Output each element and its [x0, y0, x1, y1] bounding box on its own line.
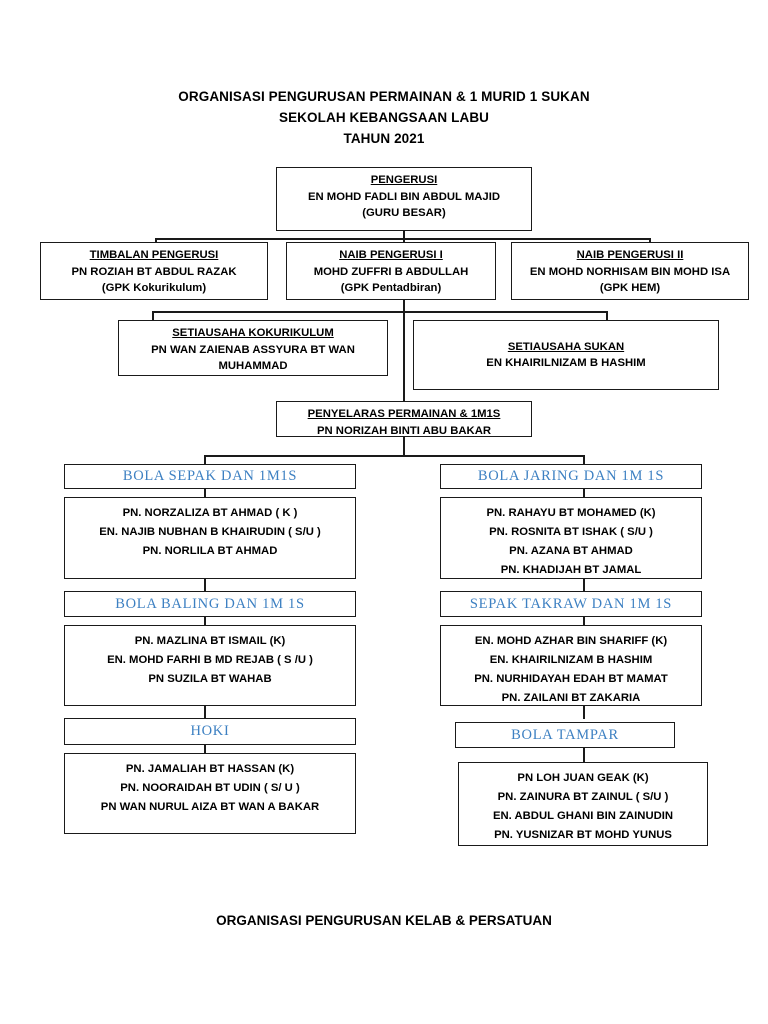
member-row: PN. JAMALIAH BT HASSAN (K)	[125, 763, 295, 775]
box-coordinator[interactable]: PENYELARAS PERMAINAN & 1M1S PN NORIZAH B…	[276, 401, 532, 437]
member-row: EN. ABDUL GHANI BIN ZAINUDIN	[492, 810, 674, 822]
sport-header-label: BOLA TAMPAR	[511, 726, 619, 743]
connector-left-column-drop	[204, 455, 206, 465]
member-row: PN. ZAINURA BT ZAINUL ( S/U )	[497, 791, 669, 803]
member-row: EN. MOHD FARHI B MD REJAB ( S /U )	[107, 654, 313, 666]
secretary-0-name-line-1: PN WAN ZAIENAB ASSYURA BT WAN	[151, 343, 355, 356]
connector-right-head1-to-members1	[583, 488, 585, 498]
member-row: PN. NURHIDAYAH EDAH BT MAMAT	[474, 673, 668, 685]
sport-header-sepak-takraw[interactable]: SEPAK TAKRAW DAN 1M 1S	[440, 591, 702, 617]
sport-header-bola-tampar[interactable]: BOLA TAMPAR	[455, 722, 675, 748]
title-line-1: ORGANISASI PENGURUSAN PERMAINAN & 1 MURI…	[178, 89, 590, 104]
sport-header-bola-jaring[interactable]: BOLA JARING DAN 1M 1S	[440, 464, 702, 489]
chairman-name: EN MOHD FADLI BIN ABDUL MAJID	[307, 190, 501, 203]
footer-text: ORGANISASI PENGURUSAN KELAB & PERSATUAN	[216, 913, 552, 928]
member-row: PN. NORZALIZA BT AHMAD ( K )	[122, 507, 298, 519]
box-secretary-cocurriculum[interactable]: SETIAUSAHA KOKURIKULUM PN WAN ZAIENAB AS…	[118, 320, 388, 376]
member-row: PN. NORLILA BT AHMAD	[142, 545, 278, 557]
box-secretary-sports[interactable]: SETIAUSAHA SUKAN EN KHAIRILNIZAM B HASHI…	[413, 320, 719, 390]
connector-right-members2-to-head3	[583, 705, 585, 719]
connector-right-head2-to-members2	[583, 616, 585, 626]
box-deputy-chairman[interactable]: TIMBALAN PENGERUSI PN ROZIAH BT ABDUL RA…	[40, 242, 268, 300]
member-row: PN. ZAILANI BT ZAKARIA	[501, 692, 641, 704]
connector-right-head3-to-members3	[583, 748, 585, 762]
secretary-0-role: SETIAUSAHA KOKURIKULUM	[172, 327, 334, 339]
box-vice-chairman-1[interactable]: NAIB PENGERUSI I MOHD ZUFFRI B ABDULLAH …	[286, 242, 496, 300]
connector-columns-bus	[204, 455, 584, 457]
member-row: PN. ROSNITA BT ISHAK ( S/U )	[489, 526, 653, 538]
deputy-2-role: NAIB PENGERUSI II	[576, 249, 684, 261]
page-title: ORGANISASI PENGURUSAN PERMAINAN & 1 MURI…	[0, 86, 768, 149]
member-row: PN WAN NURUL AIZA BT WAN A BAKAR	[100, 801, 320, 813]
member-row: EN. NAJIB NUBHAN B KHAIRUDIN ( S/U )	[99, 526, 321, 538]
sport-header-bola-sepak[interactable]: BOLA SEPAK DAN 1M1S	[64, 464, 356, 489]
sport-header-label: BOLA BALING DAN 1M 1S	[115, 595, 305, 612]
deputy-0-name: PN ROZIAH BT ABDUL RAZAK	[71, 265, 237, 278]
connector-main-spine	[403, 300, 405, 403]
deputy-0-position: (GPK Kokurikulum)	[101, 282, 207, 294]
connector-left-head2-to-members2	[204, 616, 206, 626]
title-line-3: TAHUN 2021	[343, 131, 425, 146]
member-row: PN. RAHAYU BT MOHAMED (K)	[486, 507, 656, 519]
connector-secretary-left-drop	[152, 311, 154, 321]
connector-left-members1-to-head2	[204, 578, 206, 592]
sport-header-bola-baling[interactable]: BOLA BALING DAN 1M 1S	[64, 591, 356, 617]
members-box-hoki[interactable]: PN. JAMALIAH BT HASSAN (K) PN. NOORAIDAH…	[64, 753, 356, 834]
coordinator-name: PN NORIZAH BINTI ABU BAKAR	[316, 424, 492, 437]
chairman-position: (GURU BESAR)	[362, 207, 446, 219]
secretary-0-name-line-2: MUHAMMAD	[218, 360, 288, 372]
members-box-sepak-takraw[interactable]: EN. MOHD AZHAR BIN SHARIFF (K) EN. KHAIR…	[440, 625, 702, 706]
member-row: PN. YUSNIZAR BT MOHD YUNUS	[494, 829, 672, 841]
member-row: PN. MAZLINA BT ISMAIL (K)	[134, 635, 286, 647]
members-box-bola-jaring[interactable]: PN. RAHAYU BT MOHAMED (K) PN. ROSNITA BT…	[440, 497, 702, 579]
footer-title: ORGANISASI PENGURUSAN KELAB & PERSATUAN	[0, 911, 768, 931]
deputy-2-position: (GPK HEM)	[599, 282, 661, 294]
connector-coordinator-down	[403, 437, 405, 456]
connector-right-members1-to-head2	[583, 578, 585, 592]
chairman-role: PENGERUSI	[370, 174, 438, 186]
member-row: PN. AZANA BT AHMAD	[509, 545, 633, 557]
member-row: PN SUZILA BT WAHAB	[148, 673, 272, 685]
sport-header-label: BOLA JARING DAN 1M 1S	[477, 468, 665, 484]
coordinator-role: PENYELARAS PERMAINAN & 1M1S	[307, 408, 501, 420]
sport-header-hoki[interactable]: HOKI	[64, 718, 356, 745]
connector-left-members2-to-head3	[204, 705, 206, 719]
members-box-bola-sepak[interactable]: PN. NORZALIZA BT AHMAD ( K ) EN. NAJIB N…	[64, 497, 356, 579]
deputy-2-name: EN MOHD NORHISAM BIN MOHD ISA	[529, 265, 731, 278]
members-box-bola-baling[interactable]: PN. MAZLINA BT ISMAIL (K) EN. MOHD FARHI…	[64, 625, 356, 706]
member-row: PN. NOORAIDAH BT UDIN ( S/ U )	[120, 782, 300, 794]
member-row: PN LOH JUAN GEAK (K)	[517, 772, 649, 784]
sport-header-label: BOLA SEPAK DAN 1M1S	[122, 468, 298, 484]
secretary-1-role: SETIAUSAHA SUKAN	[507, 340, 625, 353]
connector-deputies-bus	[155, 238, 650, 240]
member-row: PN. KHADIJAH BT JAMAL	[500, 564, 642, 576]
connector-right-column-drop	[583, 455, 585, 465]
title-line-2: SEKOLAH KEBANGSAAN LABU	[278, 110, 490, 125]
deputy-1-name: MOHD ZUFFRI B ABDULLAH	[313, 265, 469, 278]
secretary-1-name-line-1: EN KHAIRILNIZAM B HASHIM	[486, 357, 646, 369]
box-chairman[interactable]: PENGERUSI EN MOHD FADLI BIN ABDUL MAJID …	[276, 167, 532, 231]
deputy-1-position: (GPK Pentadbiran)	[340, 282, 442, 294]
connector-left-head1-to-members1	[204, 488, 206, 498]
members-box-bola-tampar[interactable]: PN LOH JUAN GEAK (K) PN. ZAINURA BT ZAIN…	[458, 762, 708, 846]
connector-left-head3-to-members3	[204, 744, 206, 754]
box-vice-chairman-2[interactable]: NAIB PENGERUSI II EN MOHD NORHISAM BIN M…	[511, 242, 749, 300]
sport-header-label: HOKI	[190, 723, 230, 739]
deputy-0-role: TIMBALAN PENGERUSI	[89, 249, 219, 261]
sport-header-label: SEPAK TAKRAW DAN 1M 1S	[469, 595, 673, 612]
connector-secretaries-bus	[152, 311, 607, 313]
connector-secretary-right-drop	[606, 311, 608, 321]
deputy-1-role: NAIB PENGERUSI I	[339, 249, 443, 261]
member-row: EN. MOHD AZHAR BIN SHARIFF (K)	[474, 635, 668, 647]
member-row: EN. KHAIRILNIZAM B HASHIM	[489, 654, 653, 666]
